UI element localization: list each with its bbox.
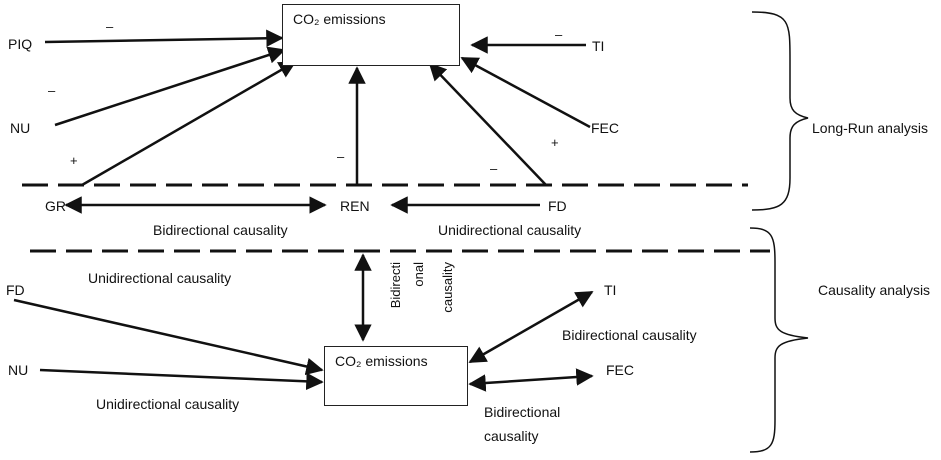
node-gr: GR xyxy=(45,198,66,214)
arrow-piq-co2 xyxy=(44,29,284,48)
sign-ren: – xyxy=(337,149,345,164)
ti-co2-causality-label: Bidirectional causality xyxy=(562,327,697,343)
sign-piq: – xyxy=(106,19,114,34)
arrow-fec-co2 xyxy=(460,56,591,129)
co2-box-lower: CO₂ emissions xyxy=(324,346,468,406)
fec-co2-causality-label-line1: Bidirectional xyxy=(484,404,561,420)
co2-box-upper: CO₂ emissions xyxy=(282,4,460,66)
node-nu-lower: NU xyxy=(8,362,29,378)
arrow-ti-co2-lower xyxy=(468,290,594,364)
arrow-nu-co2 xyxy=(54,46,286,127)
fd-co2-causality-label: Unidirectional causality xyxy=(88,270,232,286)
sign-nu: – xyxy=(48,83,56,98)
co2-box-lower-label: CO₂ emissions xyxy=(335,353,428,369)
arrow-fd-co2 xyxy=(428,62,547,186)
arrow-fec-co2-lower xyxy=(468,368,594,392)
long-run-analysis-label: Long-Run analysis xyxy=(812,120,928,136)
node-fd-upper: FD xyxy=(548,198,567,214)
node-piq: PIQ xyxy=(8,36,33,52)
arrow-nu-co2-lower xyxy=(39,368,324,391)
sign-ti: – xyxy=(555,27,563,42)
co2-box-upper-label: CO₂ emissions xyxy=(293,11,386,27)
sign-gr: + xyxy=(70,153,78,168)
sign-fd: – xyxy=(490,161,498,176)
node-ti-upper: TI xyxy=(592,38,605,54)
sign-fec: + xyxy=(551,135,559,150)
node-fec-lower: FEC xyxy=(606,362,634,378)
ren-co2-causality-label-3: causality xyxy=(440,262,455,313)
gr-ren-causality-label: Bidirectional causality xyxy=(153,222,288,238)
arrow-gr-co2 xyxy=(81,60,297,187)
causality-brace xyxy=(749,227,809,453)
arrow-fd-co2-lower xyxy=(13,298,324,376)
node-fd-lower: FD xyxy=(6,282,25,298)
node-nu-upper: NU xyxy=(10,120,31,136)
nu-co2-causality-label: Unidirectional causality xyxy=(96,396,240,412)
ren-co2-causality-label-1: Bidirecti xyxy=(388,262,403,309)
node-ren: REN xyxy=(340,198,370,214)
ren-fd-causality-label: Unidirectional causality xyxy=(438,222,582,238)
fec-co2-causality-label-line2: causality xyxy=(484,428,539,444)
long-run-brace xyxy=(751,11,809,211)
node-fec-upper: FEC xyxy=(591,120,619,136)
node-ti-lower: TI xyxy=(604,282,617,298)
ren-co2-causality-label-2: onal xyxy=(411,262,426,287)
causality-analysis-label: Causality analysis xyxy=(818,282,931,298)
